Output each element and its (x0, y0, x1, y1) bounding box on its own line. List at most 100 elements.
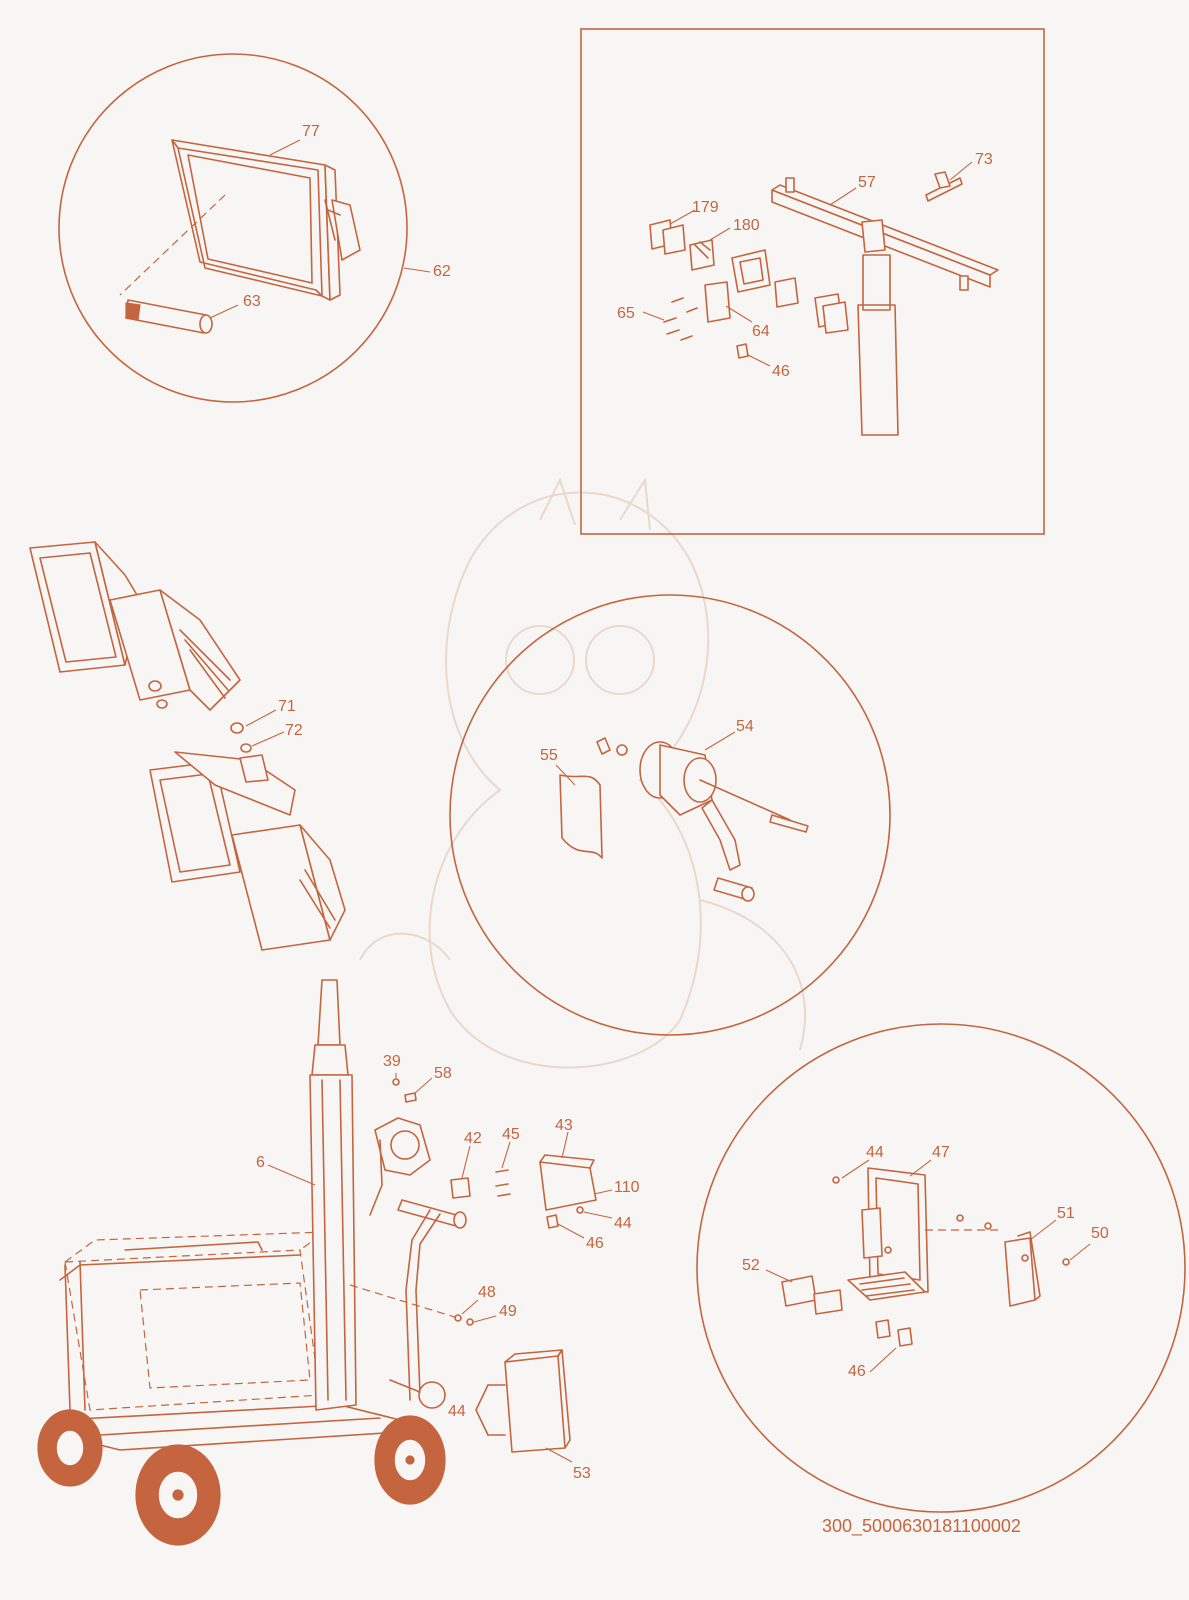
lampholders-179-180 (649, 219, 849, 334)
inset-circle-electrical (696, 1023, 1186, 1513)
leader-110 (593, 1189, 613, 1195)
leader-64 (725, 305, 753, 323)
callout-6: 6 (256, 1154, 265, 1171)
junction-box-part-64 (704, 249, 771, 323)
callout-110: 110 (614, 1179, 640, 1196)
leader-53 (545, 1447, 573, 1463)
relays-part-52 (781, 1275, 843, 1315)
watermark-figure (359, 476, 807, 1069)
callout-77: 77 (302, 123, 320, 140)
inset-circle-floodlight (58, 53, 408, 403)
assembly-line (119, 194, 226, 296)
callout-63: 63 (243, 293, 261, 310)
leader-43 (561, 1131, 569, 1159)
leader-62 (403, 267, 431, 273)
panel-part-47 (847, 1167, 929, 1301)
callout-46c: 46 (848, 1363, 866, 1380)
callout-39: 39 (383, 1053, 401, 1070)
leader-77 (269, 139, 301, 156)
callout-58: 58 (434, 1065, 452, 1082)
inset-floodlight: 77 63 62 (58, 53, 451, 403)
leader-44c (841, 1159, 870, 1179)
callout-65: 65 (617, 305, 635, 322)
inset-mast-top: 57 73 179 180 65 64 46 (580, 28, 1045, 535)
floodlight-pair-lower (149, 751, 346, 951)
relay-part-42: 42 (450, 1130, 482, 1199)
washers-71-72: 71 72 (230, 698, 303, 753)
handle-part-73 (925, 171, 963, 202)
callout-71: 71 (278, 698, 296, 715)
leader-49 (473, 1315, 497, 1323)
callout-47: 47 (932, 1144, 950, 1161)
winch-part-54 (596, 737, 809, 902)
cover-part-53: 53 44 (448, 1349, 591, 1482)
screws-part-45: 45 (495, 1126, 520, 1197)
lamp-tube-part-63 (125, 299, 213, 334)
tower-trolley-assembly: 6 (37, 979, 467, 1546)
leader-52 (765, 1269, 793, 1283)
nuts-part-46-panel (875, 1319, 913, 1347)
leader-63 (209, 304, 239, 319)
callout-49: 49 (499, 1303, 517, 1320)
leader-55 (555, 764, 576, 786)
leader-71 (245, 709, 277, 727)
hardware-48-49: 48 49 (349, 1284, 517, 1326)
inset-electrical-panel: 44 47 51 50 52 46 (696, 1023, 1186, 1513)
leader-57 (829, 187, 857, 206)
leader-48 (461, 1299, 479, 1315)
leader-179 (669, 209, 696, 225)
callout-180: 180 (733, 217, 760, 234)
inset-winch: 54 55 (449, 594, 891, 1036)
label-part-55 (559, 774, 603, 859)
callout-55: 55 (540, 747, 558, 764)
callout-44c: 44 (866, 1144, 884, 1161)
floodlight-pair-upper (29, 541, 241, 711)
hardware-39-58: 39 58 (383, 1053, 452, 1103)
leader-42 (461, 1145, 471, 1179)
bracket-part-43: 43 110 44 46 (539, 1117, 640, 1252)
screws-part-65 (663, 297, 698, 341)
callout-43: 43 (555, 1117, 573, 1134)
leader-58 (413, 1077, 433, 1095)
leader-51 (1029, 1219, 1057, 1241)
callout-46b: 46 (586, 1235, 604, 1252)
callout-42: 42 (464, 1130, 482, 1147)
mast-tube-upper (857, 254, 899, 436)
leader-44a (583, 1211, 613, 1219)
leader-54 (704, 731, 736, 751)
callout-72: 72 (285, 722, 303, 739)
crossbar-part-57 (771, 177, 999, 291)
leader-46-top (747, 354, 771, 367)
leader-72 (251, 731, 285, 747)
callout-57: 57 (858, 174, 876, 191)
leader-73 (949, 161, 973, 181)
callout-50: 50 (1091, 1225, 1109, 1242)
callout-51: 51 (1057, 1205, 1075, 1222)
component-part-51 (1004, 1231, 1041, 1307)
callout-179: 179 (692, 199, 719, 216)
nut-part-46-top (736, 343, 749, 359)
callout-46-top: 46 (772, 363, 790, 380)
leader-46b (557, 1223, 585, 1239)
callout-44a: 44 (614, 1215, 632, 1232)
callout-44b: 44 (448, 1403, 466, 1420)
inset-circle-winch (449, 594, 891, 1036)
leader-47 (909, 1159, 932, 1177)
leader-46c (869, 1347, 897, 1373)
callout-73: 73 (975, 151, 993, 168)
callout-53: 53 (573, 1465, 591, 1482)
leader-6 (267, 1164, 316, 1186)
inset-rectangle-mast-top (580, 28, 1045, 535)
leader-45 (501, 1141, 511, 1169)
wheel-front-left (135, 1444, 221, 1546)
leader-50 (1069, 1243, 1091, 1261)
callout-48: 48 (478, 1284, 496, 1301)
drawing-code: 300_5000630181100002 (822, 1516, 1021, 1537)
wheel-rear-left (37, 1409, 103, 1487)
callout-45: 45 (502, 1126, 520, 1143)
callout-62: 62 (433, 263, 451, 280)
callout-54: 54 (736, 718, 754, 735)
wheel-front-right (374, 1415, 446, 1505)
